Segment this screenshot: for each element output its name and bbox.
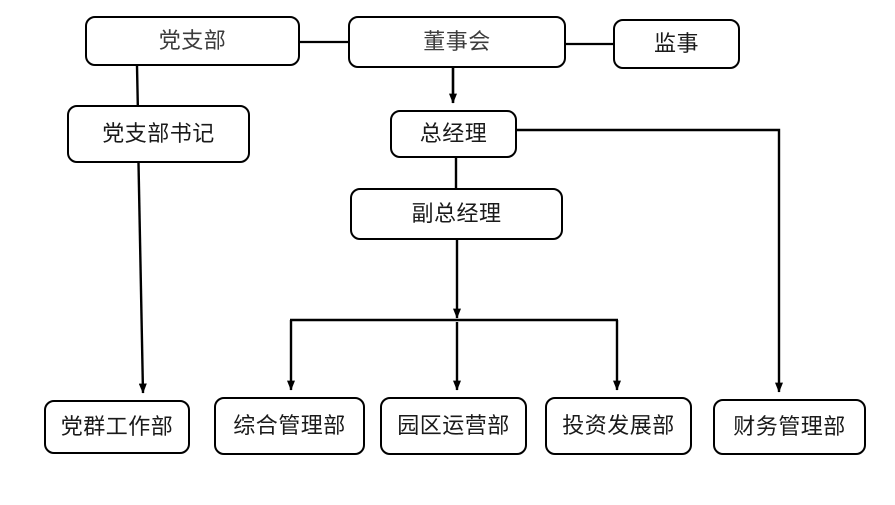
node-supervisor[interactable]: 监事 [613,19,740,69]
node-label-party-mass-work-dept: 党群工作部 [60,414,174,439]
node-label-supervisor: 监事 [653,31,699,56]
node-general-admin-dept[interactable]: 综合管理部 [214,397,365,455]
node-finance-admin-dept[interactable]: 财务管理部 [713,399,866,455]
node-label-finance-admin-dept: 财务管理部 [733,414,846,439]
node-board-of-directors[interactable]: 董事会 [348,16,566,68]
node-label-general-admin-dept: 综合管理部 [233,413,346,438]
edge-general-manager-to-finance [517,128,783,393]
node-label-deputy-general-manager: 副总经理 [411,201,502,226]
edge-secretary-to-party-mass-work [137,162,147,394]
node-label-party-branch: 党支部 [158,28,227,53]
node-label-board-of-directors: 董事会 [423,29,491,54]
edge-party-branch-to-secretary [135,65,139,106]
node-general-manager[interactable]: 总经理 [390,110,517,158]
node-party-mass-work-dept[interactable]: 党群工作部 [44,400,190,454]
node-investment-dev-dept[interactable]: 投资发展部 [545,397,692,455]
node-park-operations-dept[interactable]: 园区运营部 [380,397,527,455]
node-label-party-secretary: 党支部书记 [102,121,215,146]
node-party-branch[interactable]: 党支部 [85,16,300,66]
node-deputy-general-manager[interactable]: 副总经理 [350,188,563,240]
node-label-general-manager: 总经理 [419,121,488,146]
node-label-investment-dev-dept: 投资发展部 [562,413,675,438]
node-party-secretary[interactable]: 党支部书记 [67,105,250,163]
node-label-park-operations-dept: 园区运营部 [397,413,510,438]
